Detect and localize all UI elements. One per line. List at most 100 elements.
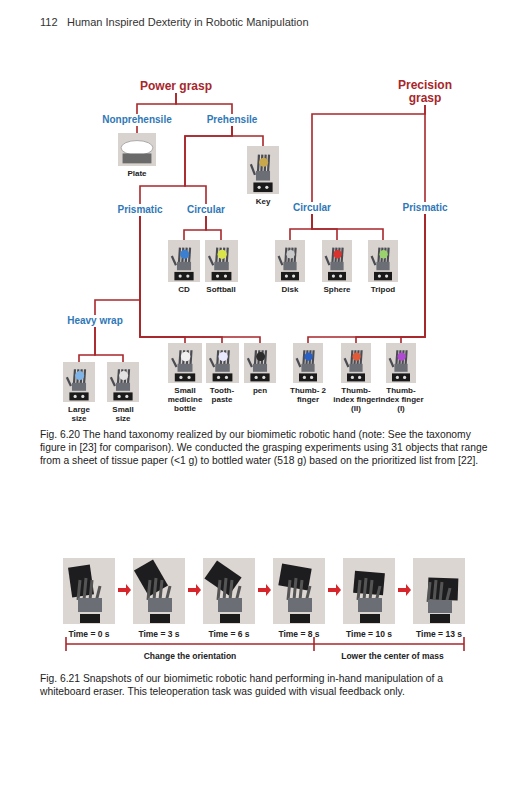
object-name: Softball [202,285,240,294]
base-knob [118,395,121,398]
object-name: Large size [60,405,98,423]
base [281,272,299,280]
tree-connector [290,214,312,240]
object-leaf: Small medicine bottle [164,343,206,413]
grasped-object [217,250,226,259]
tree-connector [401,214,425,343]
page-number: 112 [40,16,65,29]
object-name: Tooth- paste [205,386,239,404]
tree-connector [312,105,425,202]
thumb [326,256,330,265]
category-name: Prismatic [100,204,180,216]
photo-background [168,240,200,282]
base-knob [403,376,406,379]
palm [301,364,314,372]
object-name: Sphere [319,285,355,294]
thumb [67,377,71,386]
base-knob [303,376,306,379]
base-knob [74,395,77,398]
grasped-object [180,250,189,259]
base-knob [215,275,218,278]
photo-background [118,133,156,166]
category-label: Prehensile [197,114,267,126]
photo-background [107,362,139,402]
grasped-object [352,352,360,360]
base-knob [179,376,182,379]
tree-connector [232,126,263,146]
object-leaf: Tooth- paste [205,343,239,404]
grasped-object [119,371,128,380]
category-label: Precision grasp [390,79,460,105]
object-photo [118,133,156,166]
object-photo [107,362,139,402]
tree-connector [312,214,383,240]
object-photo [206,343,239,383]
plate-object [121,141,153,156]
thumb [248,358,252,367]
tree-connector [176,93,232,114]
finger [342,248,343,264]
phase-label: Lower the center of mass [320,651,465,661]
base-knob [358,376,361,379]
time-label: Time = 8 s [269,629,329,639]
base [392,373,410,381]
object-name: Key [245,197,281,206]
table [123,153,152,163]
object-name: Small size [104,405,142,423]
tree-connector [136,126,138,133]
finger [378,248,379,264]
figure-caption: Fig. 6.20 The hand taxonomy realized by … [40,428,495,467]
figure-caption: Fig. 6.21 Snapshots of our biomimetic ro… [40,672,495,698]
photo-background [275,240,305,282]
category-name: Nonprehensile [92,114,182,126]
base-knob [223,275,226,278]
time-label: Time = 6 s [199,629,259,639]
object-name: CD [166,285,202,294]
grasped-object [181,352,191,362]
thumb [390,358,394,367]
thumb [372,256,376,265]
finger [84,369,85,384]
finger [216,248,217,264]
thumb [172,358,176,367]
object-photo [293,343,323,383]
base-knob [258,186,261,189]
finger [295,248,296,264]
palm [215,364,230,372]
palm [214,262,229,270]
phase-label: Change the orientation [110,651,270,661]
palm [330,262,343,270]
category-name: Power grasp [126,80,226,93]
base-knob [186,275,189,278]
tree-connector [356,214,425,343]
object-leaf: Plate [116,133,158,178]
object-photo [368,240,398,282]
object-leaf: Large size [60,362,98,423]
object-leaf: pen [243,343,277,395]
grasped-object [333,250,341,258]
category-label: Prismatic [385,202,465,214]
base-knob [179,275,182,278]
palm [116,383,130,391]
grasped-object [218,352,227,361]
snapshot-photo [63,558,115,624]
base [174,272,193,280]
thumb [172,256,176,265]
base-knob [125,395,128,398]
category-label: Heavy wrap [55,315,135,327]
tree-connector [206,216,221,240]
tree-connector [140,216,260,343]
thumb [279,256,283,265]
base [374,272,392,280]
finger [189,248,190,264]
category-label: Circular [277,202,347,214]
grasped-object [286,250,294,258]
base-knob [265,186,268,189]
object-name: Disk [272,285,308,294]
palm [72,383,86,391]
running-head: Human Inspired Dexterity in Robotic Mani… [67,16,467,29]
grasped-object [259,158,268,167]
tree-connector [308,214,425,343]
finger [313,350,314,365]
finger [190,350,191,365]
